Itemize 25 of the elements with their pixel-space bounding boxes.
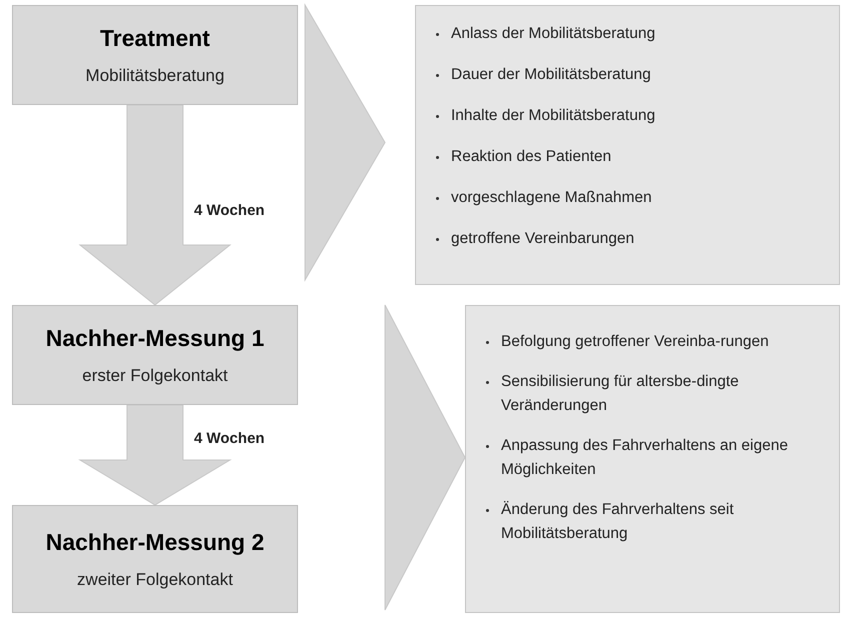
step-box bbox=[12, 5, 298, 105]
list-item: Sensibilisierung für altersbe-dingte Veränderungen bbox=[501, 372, 740, 416]
step-title: Nachher-Messung 2 bbox=[46, 528, 264, 557]
block-arrow bbox=[78, 404, 232, 506]
step-subtitle: Mobilitätsberatung bbox=[86, 64, 224, 86]
list-item: Anpassung des Fahrverhaltens an eigene Möglichkeiten bbox=[501, 436, 789, 480]
list-item: Anlass der Mobilitätsberatung bbox=[451, 24, 656, 44]
list-item: vorgeschlagene Maßnahmen bbox=[451, 188, 652, 208]
step-box bbox=[12, 305, 298, 405]
list-item: getroffene Vereinbarungen bbox=[451, 229, 634, 249]
list-item: Änderung des Fahrverhaltens seit Mobilitätsberatung bbox=[501, 500, 735, 544]
step-box bbox=[12, 505, 298, 613]
step-subtitle: zweiter Folgekontakt bbox=[77, 568, 233, 590]
list-item: Befolgung getroffener Vereinba-rungen bbox=[501, 332, 769, 352]
list-panel bbox=[465, 305, 840, 613]
list-item: Inhalte der Mobilitätsberatung bbox=[451, 106, 656, 126]
list-panel bbox=[415, 5, 840, 285]
chevron-arrow bbox=[304, 3, 386, 282]
block-arrow bbox=[78, 104, 232, 306]
step-title: Nachher-Messung 1 bbox=[46, 324, 264, 353]
step-title: Treatment bbox=[100, 24, 210, 53]
step-subtitle: erster Folgekontakt bbox=[82, 364, 228, 386]
list-item: Dauer der Mobilitätsberatung bbox=[451, 65, 651, 85]
chevron-arrow bbox=[384, 304, 466, 610]
list-item: Reaktion des Patienten bbox=[451, 147, 612, 167]
